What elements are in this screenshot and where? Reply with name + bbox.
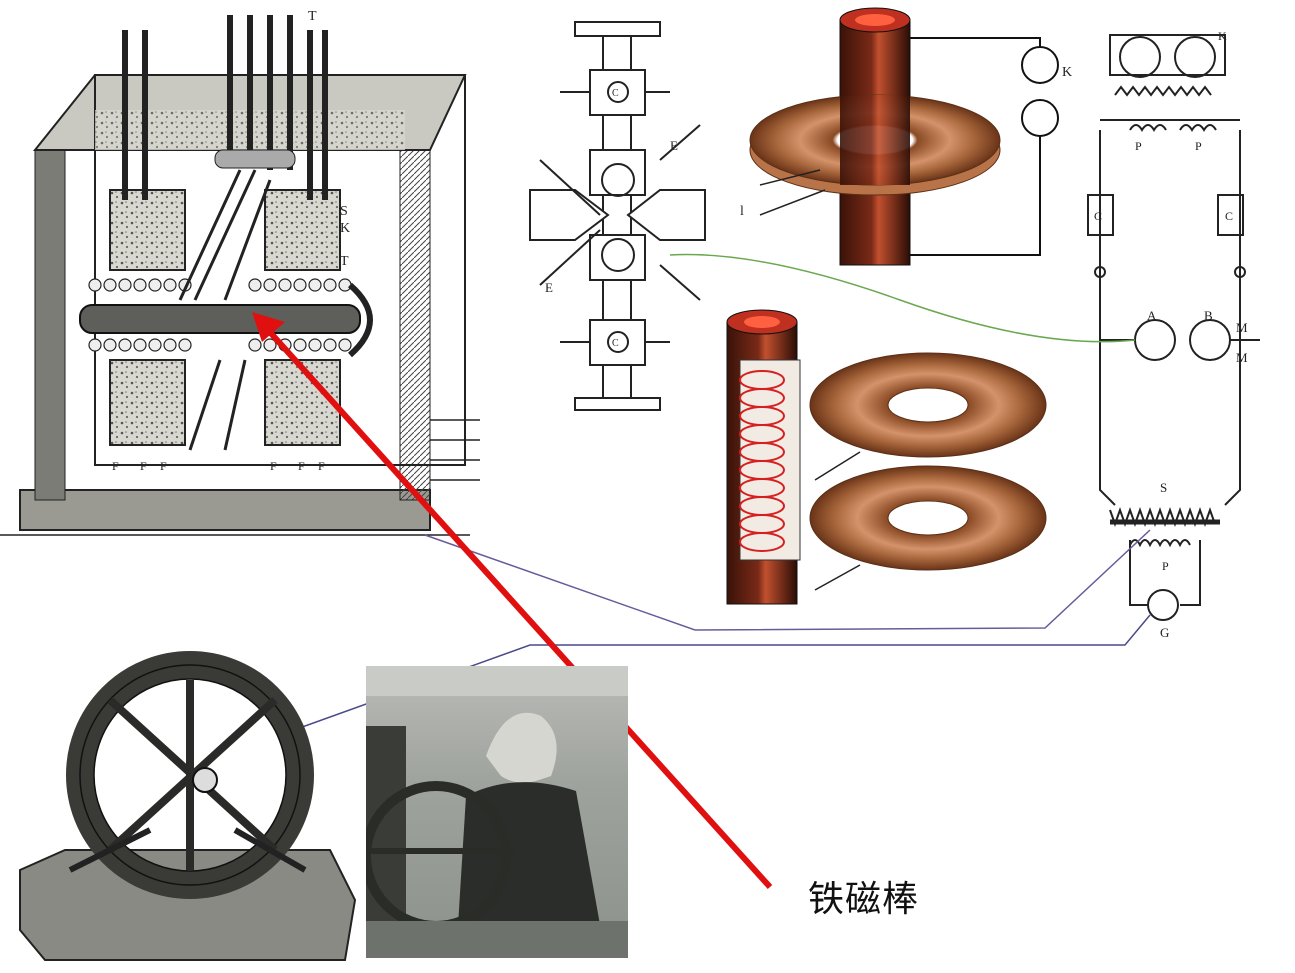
tube-with-helix — [726, 309, 801, 605]
circuit-label-m: M — [1236, 320, 1248, 335]
cross-label-e: E — [670, 138, 678, 153]
circuit-label-g: G — [1160, 625, 1169, 640]
cross-label-c: C — [612, 88, 619, 99]
green-connector-line — [669, 253, 1136, 343]
tank-label-t: T — [340, 254, 349, 269]
coil-label-l: l — [740, 204, 744, 219]
copper-cylinder-coil: K l — [740, 7, 1072, 266]
cross-apparatus-drawing — [529, 21, 706, 411]
tank-label-k: K — [340, 221, 350, 236]
coil-label-k: K — [1062, 65, 1072, 80]
red-pointer-arrow — [252, 312, 773, 890]
purple-connector-line — [424, 529, 1151, 631]
tank-label-f: F — [318, 459, 325, 473]
tank-apparatus-drawing: S K T T F F F F F F — [0, 9, 480, 536]
circuit-label-p: P — [1195, 139, 1202, 153]
circuit-label-b: B — [1204, 308, 1213, 323]
tank-label-f: F — [112, 459, 119, 473]
circuit-label-p: P — [1162, 559, 1169, 573]
circuit-label-s: S — [1160, 480, 1167, 495]
circuit-label-m: M — [1236, 350, 1248, 365]
tank-label-f: F — [298, 459, 305, 473]
cross-label-e: E — [545, 280, 553, 295]
circuit-label-p: P — [1135, 139, 1142, 153]
circuit-schematic — [1087, 34, 1260, 621]
circuit-label-c: C — [1094, 209, 1102, 223]
tank-label-t-top: T — [308, 9, 317, 24]
tank-label-f: F — [140, 459, 147, 473]
tank-label-f: F — [160, 459, 167, 473]
circuit-label-c: C — [1225, 209, 1233, 223]
circuit-label-k: K — [1218, 29, 1227, 43]
circuit-label-a: A — [1147, 308, 1157, 323]
ferromagnetic-rod — [79, 304, 361, 334]
wheel-generator-drawing — [19, 651, 357, 961]
cross-label-c: C — [612, 338, 619, 349]
historical-photo — [366, 666, 628, 958]
ferromagnetic-rod-caption: 铁磁棒 — [808, 879, 920, 920]
tank-label-f: F — [270, 459, 277, 473]
tank-label-s: S — [340, 204, 348, 219]
flat-spiral-coils — [809, 352, 1047, 591]
